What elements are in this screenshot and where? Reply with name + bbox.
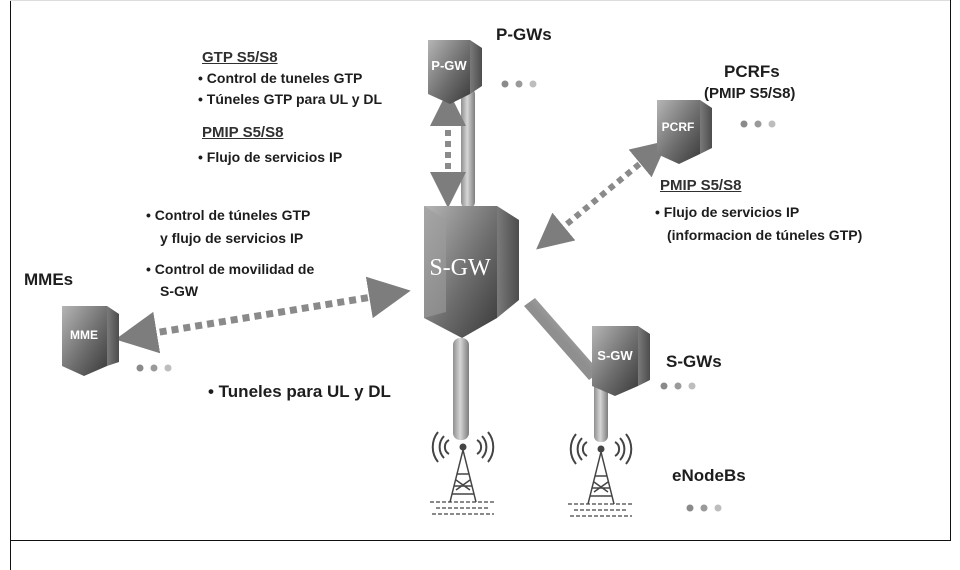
- pgw-gtp-header: GTP S5/S8: [202, 49, 278, 66]
- arrow-sgw-mme: [115, 276, 411, 354]
- pcrf-label: PCRF: [662, 120, 695, 134]
- sgw-main-node[interactable]: [424, 206, 519, 338]
- pcrf-node[interactable]: [657, 100, 712, 164]
- mme-item: • Control de movilidad de: [146, 261, 315, 277]
- diagram-frame: [10, 0, 951, 541]
- frame-left-border: [10, 0, 11, 570]
- sgws-group-label: S-GWs: [666, 352, 722, 371]
- sgw-peer-label: S-GW: [597, 348, 633, 363]
- pgw-node[interactable]: [428, 40, 482, 104]
- pcrf-item: • Flujo de servicios IP: [655, 204, 800, 220]
- enodeb-tower-2: [568, 433, 634, 517]
- pgws-group-label: P-GWs: [496, 25, 552, 44]
- enodebs-group-label: eNodeBs: [672, 466, 746, 485]
- enodeb-tunnels-item: • Tuneles para UL y DL: [208, 382, 391, 401]
- pcrfs-group-sublabel: (PMIP S5/S8): [704, 85, 796, 102]
- sgw-peer-node[interactable]: [592, 326, 650, 396]
- frame-top-border: [10, 0, 950, 1]
- mme-item: • Control de túneles GTP: [146, 207, 311, 223]
- pipe-sgw-pgw: [461, 88, 475, 208]
- mme-more-dots: [136, 364, 172, 372]
- mmes-group-label: MMEs: [24, 270, 74, 289]
- sgw-main-label: S-GW: [429, 255, 491, 281]
- mme-label: MME: [70, 328, 98, 342]
- pgw-pmip-item: • Flujo de servicios IP: [198, 149, 343, 165]
- pgw-pmip-header: PMIP S5/S8: [202, 124, 284, 141]
- mme-node[interactable]: [62, 306, 119, 376]
- pgw-gtp-item: • Control de tuneles GTP: [198, 70, 363, 86]
- sgw-more-dots: [660, 382, 696, 390]
- pcrf-pmip-header: PMIP S5/S8: [660, 177, 742, 194]
- arrow-sgw-pcrf: [536, 140, 668, 250]
- pipe-sgw-enodeb-1: [453, 338, 469, 440]
- pcrf-item: (informacion de túneles GTP): [667, 227, 863, 243]
- mme-item: S-GW: [160, 283, 199, 299]
- pcrfs-group-label: PCRFs: [724, 62, 780, 81]
- enodeb-more-dots: [686, 504, 722, 512]
- pgw-more-dots: [501, 80, 537, 88]
- pgw-gtp-item: • Túneles GTP para UL y DL: [198, 91, 383, 107]
- pgw-label: P-GW: [431, 58, 467, 73]
- mme-item: y flujo de servicios IP: [160, 230, 304, 246]
- enodeb-tower-1: [430, 431, 496, 515]
- pipe-sgw-to-peer-sgw: [524, 298, 600, 380]
- pcrf-more-dots: [740, 120, 776, 128]
